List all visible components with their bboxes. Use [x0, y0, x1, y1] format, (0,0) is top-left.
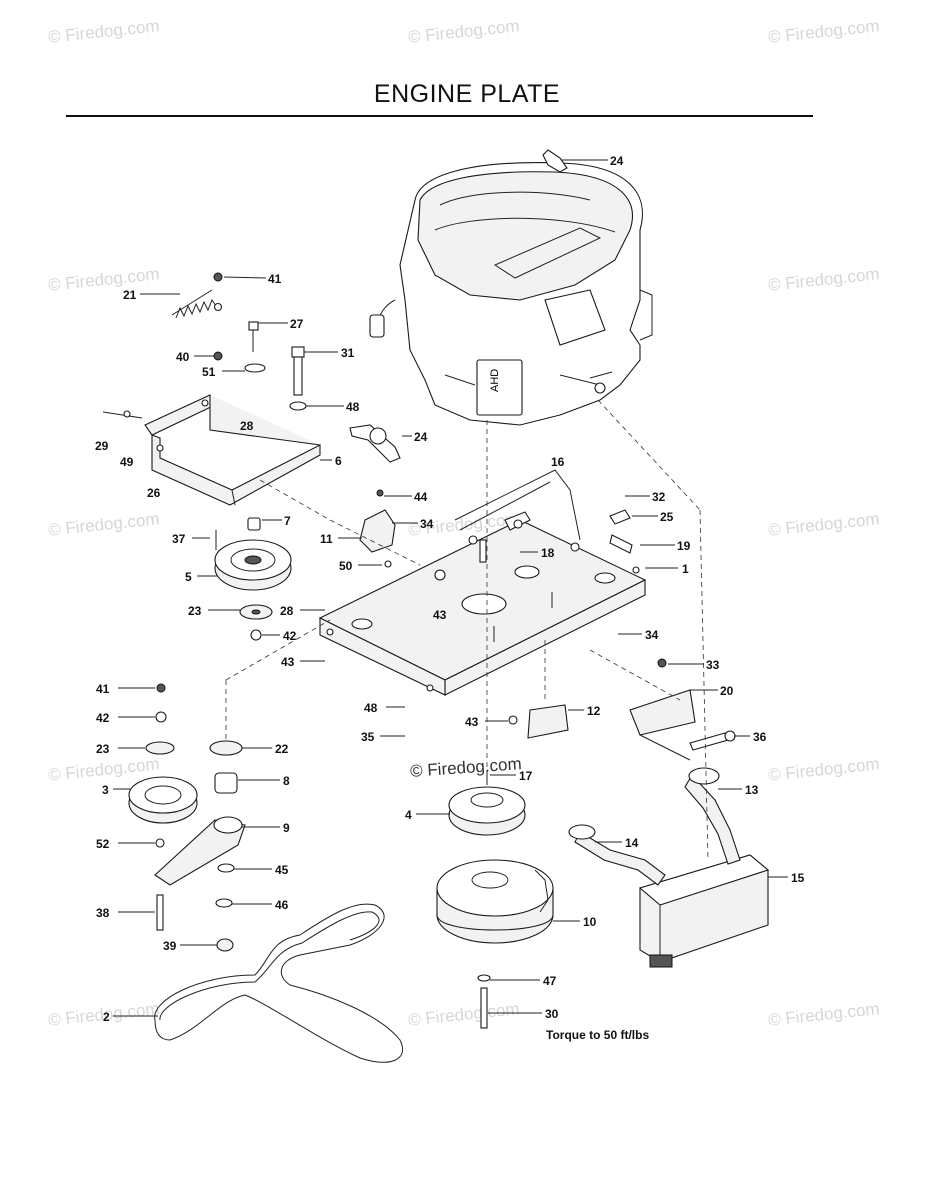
callout-label: 37: [172, 532, 186, 546]
pulley-5-illustration: [214, 517, 292, 591]
callout-label: 2: [103, 1010, 110, 1024]
callout-label: 19: [677, 539, 691, 553]
callout-label: 5: [185, 570, 192, 584]
callout-label: 11: [320, 532, 333, 546]
callout-label: 22: [275, 742, 289, 756]
callout-label: 43: [465, 715, 479, 729]
spring-illustration: [171, 272, 223, 319]
callout-label: 14: [625, 836, 639, 850]
callout-label: 42: [96, 711, 110, 725]
callout-label: 3: [102, 783, 109, 797]
svg-text:AHD: AHD: [489, 369, 501, 392]
engine-illustration: AHD: [369, 149, 653, 426]
callout-label: 47: [543, 974, 557, 988]
engine-plate-illustration: [318, 469, 647, 696]
callout-label: 16: [551, 455, 565, 469]
callout-label: 46: [275, 898, 289, 912]
callout-label: 17: [519, 769, 533, 783]
callout-label: 49: [120, 455, 134, 469]
callout-label: 52: [96, 837, 110, 851]
page-title: ENGINE PLATE: [373, 80, 561, 108]
callout-label: 23: [96, 742, 110, 756]
callout-label: 25: [660, 510, 674, 524]
callout-label: 41: [96, 682, 110, 696]
callout-label: 4: [405, 808, 412, 822]
callout-label: 10: [583, 915, 597, 929]
callout-label: 31: [341, 346, 355, 360]
callout-label: 44: [414, 490, 428, 504]
title-rule: [66, 115, 813, 117]
callout-label: 35: [361, 730, 375, 744]
callout-label: 41: [268, 272, 282, 286]
callout-label: 27: [290, 317, 304, 331]
callout-label: 38: [96, 906, 110, 920]
callout-label: 24: [414, 430, 428, 444]
callout-label: 9: [283, 821, 290, 835]
callout-label: 29: [95, 439, 109, 453]
callout-label: 50: [339, 559, 353, 573]
callout-label: 28: [240, 419, 254, 433]
torque-note: Torque to 50 ft/lbs: [546, 1028, 650, 1042]
callout-label: 34: [645, 628, 659, 642]
callout-label: 7: [284, 514, 291, 528]
callout-label: 43: [281, 655, 295, 669]
callout-label: 20: [720, 684, 734, 698]
callout-label: 42: [283, 629, 297, 643]
callout-label: 8: [283, 774, 290, 788]
callout-label: 45: [275, 863, 289, 877]
callout-label: 1: [682, 562, 689, 576]
callout-label: 12: [587, 704, 601, 718]
callout-label: 48: [346, 400, 360, 414]
callout-label: 36: [753, 730, 767, 744]
callout-label: 24: [610, 154, 624, 168]
callout-label: 6: [335, 454, 342, 468]
callout-label: 43: [433, 608, 447, 622]
callout-label: 51: [202, 365, 216, 379]
callout-label: 32: [652, 490, 666, 504]
callout-label: 39: [163, 939, 177, 953]
callout-label: 28: [280, 604, 294, 618]
callout-label: 18: [541, 546, 555, 560]
callout-label: 34: [420, 517, 434, 531]
bolt-head: [248, 321, 259, 331]
callout-label: 26: [147, 486, 161, 500]
callout-label: 23: [188, 604, 202, 618]
bracket-illustration: [102, 394, 321, 506]
callout-label: 48: [364, 701, 378, 715]
callout-label: 33: [706, 658, 720, 672]
callout-label: 30: [545, 1007, 559, 1021]
callout-label: 40: [176, 350, 190, 364]
callout-label: 21: [123, 288, 137, 302]
callout-label: 15: [791, 871, 805, 885]
callout-label: 13: [745, 783, 759, 797]
